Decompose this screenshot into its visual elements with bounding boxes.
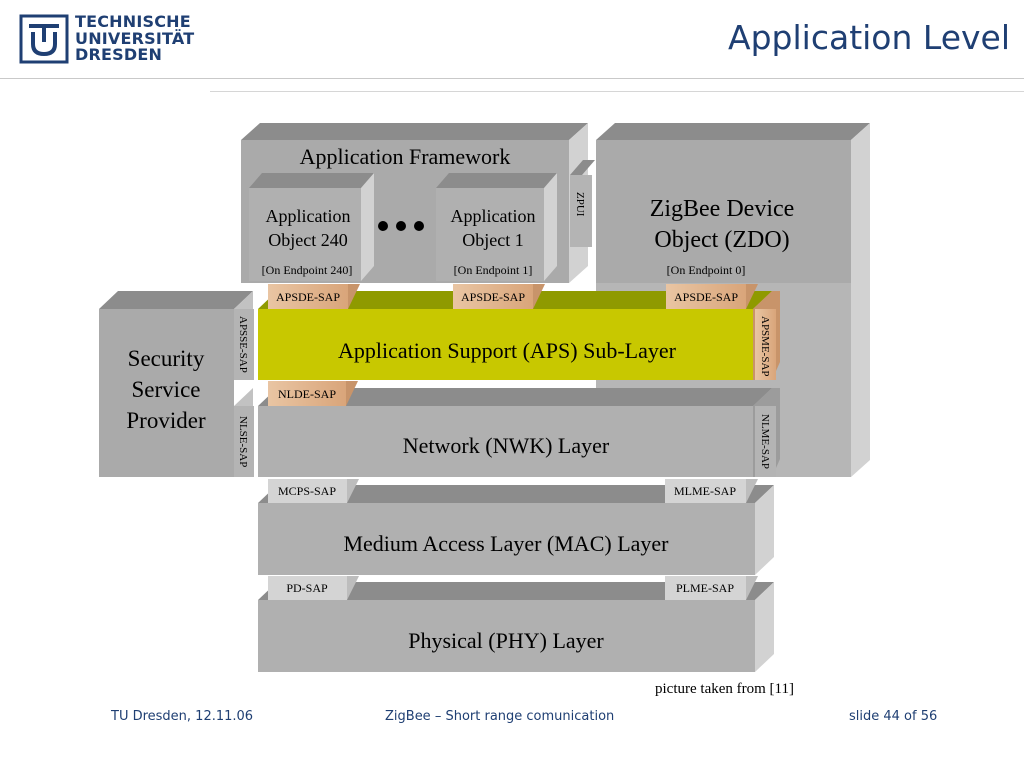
zpui-label: ZPUI [574,192,586,217]
security-service-provider-block: Security Service Provider [99,291,253,477]
nlde-sap-block: NLDE-SAP [268,381,358,406]
footer-date: TU Dresden, 12.11.06 [111,709,254,724]
nlme-sap-block: NLME-SAP [753,388,780,477]
plme-sap-label: PLME-SAP [676,581,734,595]
apsme-sap-block: APSME-SAP [753,291,780,380]
aps-sublayer-block: Application Support (APS) Sub-Layer [258,291,772,380]
zpui-block: ZPUI [570,160,595,247]
logo-text: TECHNISCHE UNIVERSITÄT DRESDEN [75,12,195,64]
app-object-240-block: Application Object 240 [On Endpoint 240] [249,173,374,281]
application-framework-label: Application Framework [300,144,511,169]
nlse-sap-label: NLSE-SAP [237,416,249,467]
zdo-label-line-2: Object (ZDO) [654,227,789,253]
footer-slide-number: slide 44 of 56 [849,709,938,724]
nwk-layer-label: Network (NWK) Layer [403,433,610,458]
endpoint-0-label: [On Endpoint 0] [667,263,746,277]
app-object-1-label-line-1: Application [451,206,536,226]
nlse-sap-block: NLSE-SAP [234,388,254,477]
phy-layer-block: Physical (PHY) Layer [258,582,774,672]
apsde-sap-1-label: APSDE-SAP [276,290,340,304]
tu-dresden-logo-icon [19,14,69,64]
nlde-sap-label: NLDE-SAP [278,387,336,401]
mac-layer-block: Medium Access Layer (MAC) Layer [258,485,774,575]
picture-caption: picture taken from [11] [655,681,794,697]
mac-layer-label: Medium Access Layer (MAC) Layer [343,531,669,556]
endpoint-240-label: [On Endpoint 240] [262,263,353,277]
phy-layer-label: Physical (PHY) Layer [408,628,604,653]
security-provider-label-line-2: Service [132,377,201,402]
logo-line-2: UNIVERSITÄT [75,28,195,48]
tu-dresden-logo: TECHNISCHE UNIVERSITÄT DRESDEN [19,13,194,68]
mcps-sap-label: MCPS-SAP [278,484,336,498]
header-divider-secondary [210,91,1024,92]
apsse-sap-block: APSSE-SAP [234,291,254,380]
slide-title: Application Level [728,18,1010,57]
app-object-240-label-line-1: Application [266,206,351,226]
logo-line-1: TECHNISCHE [75,12,191,31]
security-provider-label-line-3: Provider [126,408,206,433]
endpoint-1-label: [On Endpoint 1] [454,263,533,277]
ellipsis-dots [378,221,424,231]
mcps-sap-block: MCPS-SAP [268,479,359,503]
nwk-layer-block: Network (NWK) Layer [258,388,772,477]
mlme-sap-block: MLME-SAP [665,479,758,503]
header-divider [0,78,1024,79]
pd-sap-label: PD-SAP [286,581,328,595]
mlme-sap-label: MLME-SAP [674,484,736,498]
plme-sap-block: PLME-SAP [665,576,758,600]
footer-topic: ZigBee – Short range comunication [385,709,615,724]
apsde-sap-1: APSDE-SAP [268,284,360,309]
security-provider-label-line-1: Security [128,346,205,371]
aps-sublayer-label: Application Support (APS) Sub-Layer [338,338,677,363]
apsde-sap-2-label: APSDE-SAP [461,290,525,304]
apsse-sap-label: APSSE-SAP [237,316,249,373]
nlme-sap-label: NLME-SAP [759,414,771,469]
apsme-sap-label: APSME-SAP [759,316,771,377]
logo-line-3: DRESDEN [75,45,163,64]
pd-sap-block: PD-SAP [268,576,359,600]
app-object-1-block: Application Object 1 [On Endpoint 1] [436,173,557,281]
apsde-sap-3-label: APSDE-SAP [674,290,738,304]
app-object-240-label-line-2: Object 240 [268,230,347,250]
zdo-label-line-1: ZigBee Device [650,196,795,222]
apsde-sap-3: APSDE-SAP [666,284,758,309]
app-object-1-label-line-2: Object 1 [462,230,523,250]
apsde-sap-2: APSDE-SAP [453,284,545,309]
